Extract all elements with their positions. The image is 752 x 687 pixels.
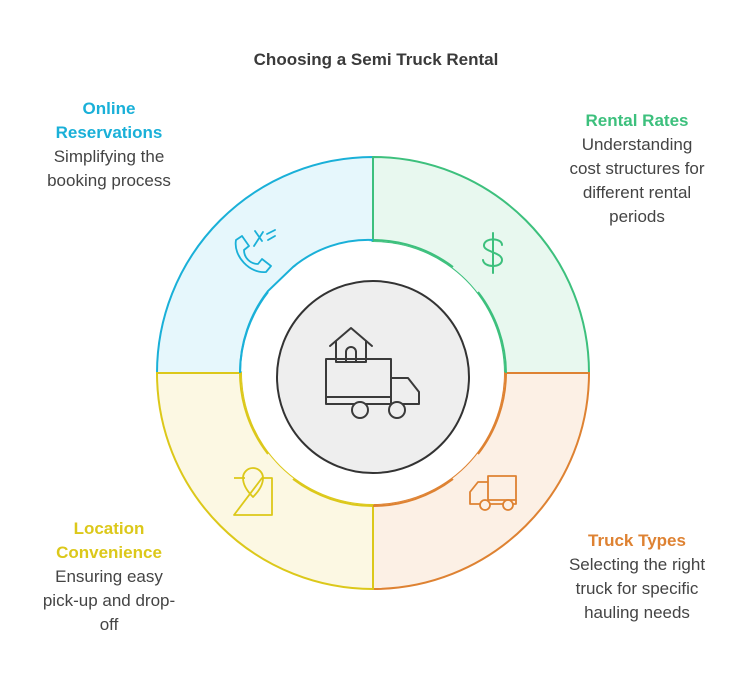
location-title-line-1: Location bbox=[73, 519, 145, 538]
online-desc-line-1: Simplifying the bbox=[53, 147, 165, 166]
inner-arc-left-lower bbox=[239, 372, 269, 455]
truck-icon bbox=[469, 475, 517, 511]
dollar-icon bbox=[482, 232, 504, 274]
label-location: Location Convenience Ensuring easy pick-… bbox=[20, 517, 198, 637]
types-title-line-1: Truck Types bbox=[588, 531, 686, 550]
inner-arc-top-right bbox=[372, 239, 454, 268]
house-truck-icon bbox=[325, 327, 420, 419]
rates-desc-line-4: periods bbox=[609, 207, 665, 226]
inner-arc-bottom-left bbox=[292, 478, 374, 507]
location-desc-line-3: off bbox=[99, 615, 119, 634]
rates-desc-line-3: different rental bbox=[582, 183, 692, 202]
online-title-line-2: Reservations bbox=[55, 123, 163, 142]
online-desc-line-2: booking process bbox=[47, 171, 171, 190]
map-pin-icon bbox=[233, 467, 273, 516]
location-desc-line-2: pick-up and drop- bbox=[42, 591, 176, 610]
label-rates: Rental Rates Understanding cost structur… bbox=[548, 109, 726, 229]
label-types: Truck Types Selecting the right truck fo… bbox=[548, 529, 726, 625]
types-desc-line-3: hauling needs bbox=[584, 603, 690, 622]
center-hub bbox=[276, 280, 470, 474]
phone-dining-icon bbox=[234, 229, 276, 273]
inner-arc-left bbox=[239, 291, 269, 374]
label-online: Online Reservations Simplifying the book… bbox=[20, 97, 198, 193]
rates-desc-line-1: Understanding bbox=[581, 135, 693, 154]
diagram-title: Choosing a Semi Truck Rental bbox=[253, 50, 499, 69]
location-title-line-2: Convenience bbox=[56, 543, 162, 562]
rates-title-line-1: Rental Rates bbox=[585, 111, 689, 130]
inner-arc-right bbox=[477, 291, 507, 374]
types-desc-line-2: truck for specific bbox=[575, 579, 699, 598]
inner-arc-top bbox=[292, 238, 374, 268]
rates-desc-line-2: cost structures for bbox=[569, 159, 705, 178]
location-desc-line-1: Ensuring easy bbox=[55, 567, 163, 586]
inner-arc-right-lower bbox=[477, 372, 507, 455]
online-title-line-1: Online bbox=[82, 99, 136, 118]
types-desc-line-1: Selecting the right bbox=[568, 555, 706, 574]
inner-arc-bottom bbox=[372, 478, 454, 507]
